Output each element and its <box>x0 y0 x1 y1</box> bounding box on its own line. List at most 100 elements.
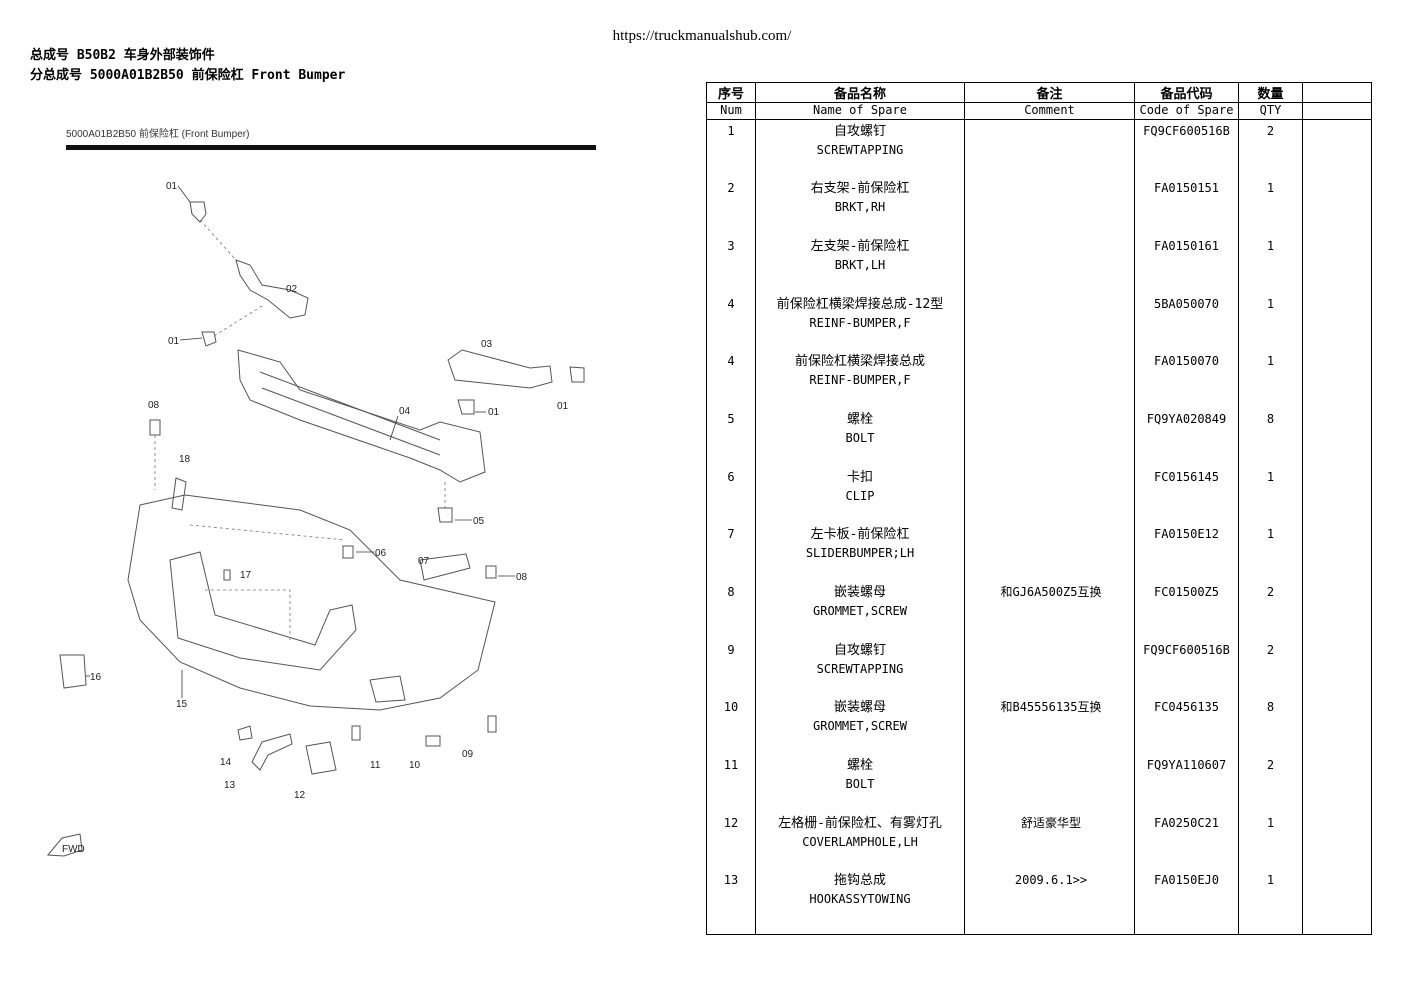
callout-01: 01 <box>166 181 178 192</box>
source-url[interactable]: https://truckmanualshub.com/ <box>612 28 792 44</box>
name-en: REINF-BUMPER,F <box>809 373 911 388</box>
cell-name: 自攻螺钉 SCREWTAPPING <box>755 119 965 178</box>
name-cn: 嵌装螺母 <box>833 585 886 600</box>
grille-cover-12-part <box>305 741 337 775</box>
cell-comment: 和B45556135互换 <box>964 696 1135 755</box>
header-code-cn: 备品代码 <box>1134 82 1239 103</box>
callout-04: 04 <box>399 406 411 417</box>
callout-15: 15 <box>176 699 188 710</box>
name-cn: 右支架-前保险杠 <box>810 181 910 197</box>
cell-blank <box>1302 523 1372 581</box>
cell-qty: 2 <box>1238 638 1303 697</box>
leader-line <box>179 337 203 341</box>
cell-num: 13 <box>706 869 756 935</box>
header-name-en: Name of Spare <box>755 102 965 120</box>
cell-code: FA0150070 <box>1134 350 1239 408</box>
tow-hook-13-part <box>251 733 293 771</box>
cell-blank <box>1302 811 1372 870</box>
cell-comment <box>964 754 1135 812</box>
callout-07: 07 <box>418 556 430 567</box>
name-cn: 螺栓 <box>846 411 873 427</box>
cell-comment <box>964 234 1135 293</box>
cell-code: FC0156145 <box>1134 465 1239 524</box>
name-en: SCREWTAPPING <box>816 661 904 676</box>
name-en: BOLT <box>845 430 875 445</box>
callout-06: 06 <box>375 548 387 559</box>
slider-07-part <box>419 553 471 581</box>
screw-01-top <box>189 201 207 223</box>
screw-09-part <box>487 715 497 733</box>
grommet-08-right <box>485 565 497 579</box>
cell-num: 1 <box>706 119 756 178</box>
cell-qty: 1 <box>1238 234 1303 293</box>
cell-qty: 1 <box>1238 811 1303 870</box>
cell-blank <box>1302 465 1372 524</box>
cell-qty: 2 <box>1238 754 1303 812</box>
cell-code: FC0456135 <box>1134 696 1239 755</box>
cell-qty: 1 <box>1238 177 1303 235</box>
header-qty-en: QTY <box>1238 102 1303 120</box>
callout-09: 09 <box>462 749 474 760</box>
cell-code: FA0150E12 <box>1134 523 1239 581</box>
cell-comment <box>964 407 1135 466</box>
cell-code: FC01500Z5 <box>1134 581 1239 639</box>
cell-qty: 1 <box>1238 350 1303 408</box>
callout-18: 18 <box>179 454 191 465</box>
callout-03: 03 <box>481 339 493 350</box>
name-cn: 左格栅-前保险杠、有雾灯孔 <box>778 815 942 831</box>
bumper-reinforcement-detail <box>259 371 441 456</box>
cell-name: 右支架-前保险杠 BRKT,RH <box>755 177 965 235</box>
guide-line <box>189 524 346 640</box>
callout-14: 14 <box>220 757 232 768</box>
cell-num: 8 <box>706 581 756 639</box>
header-comment-cn: 备注 <box>964 82 1135 103</box>
cell-blank <box>1302 234 1372 293</box>
cell-code: FA0150EJ0 <box>1134 869 1239 935</box>
cell-blank <box>1302 292 1372 351</box>
grommet-08-left <box>149 419 161 436</box>
header-name-cn: 备品名称 <box>755 82 965 103</box>
slider-18-part <box>171 477 187 511</box>
name-en: SLIDERBUMPER;LH <box>805 546 915 561</box>
bracket-rh-part <box>235 259 309 319</box>
cell-num: 5 <box>706 407 756 466</box>
subassembly-title: 分总成号 5000A01B2B50 前保险杠 Front Bumper <box>30 68 346 83</box>
cell-code: FQ9YA110607 <box>1134 754 1239 812</box>
leader-line <box>389 415 399 441</box>
cell-num: 12 <box>706 811 756 870</box>
cell-num: 6 <box>706 465 756 524</box>
callout-10: 10 <box>409 760 421 771</box>
name-cn: 自攻螺钉 <box>833 124 886 139</box>
table-header-cn: 序号 备品名称 备注 备品代码 数量 <box>706 82 1372 103</box>
caption-rule <box>66 145 596 150</box>
name-en: BRKT,RH <box>834 200 886 215</box>
cell-name: 螺栓 BOLT <box>755 407 965 466</box>
name-en: HOOKASSYTOWING <box>809 892 911 907</box>
table-header-en: Num Name of Spare Comment Code of Spare … <box>706 102 1372 120</box>
header-qty-cn: 数量 <box>1238 82 1303 103</box>
cell-qty: 8 <box>1238 407 1303 466</box>
cell-code: FQ9CF600516B <box>1134 119 1239 178</box>
cell-blank <box>1302 869 1372 935</box>
cell-name: 自攻螺钉 SCREWTAPPING <box>755 638 965 697</box>
callout-13: 13 <box>224 780 236 791</box>
name-en: SCREWTAPPING <box>816 143 904 157</box>
name-cn: 自攻螺钉 <box>833 642 886 658</box>
cover-16-part <box>59 654 87 689</box>
cell-comment <box>964 177 1135 235</box>
name-en: GROMMET,SCREW <box>813 719 907 734</box>
